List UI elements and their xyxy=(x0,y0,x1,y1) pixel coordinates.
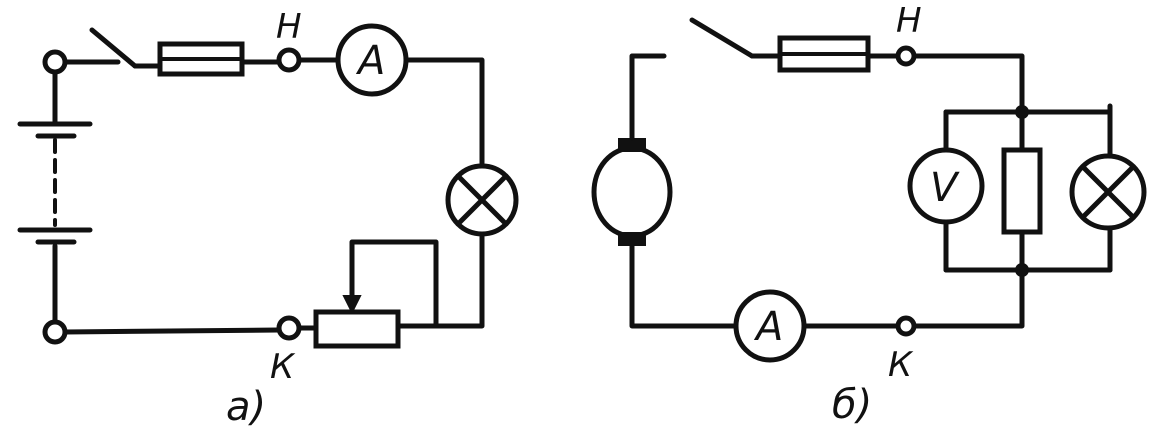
ammeter-b-label: A xyxy=(753,304,783,350)
voltmeter-b-label: V xyxy=(930,165,960,211)
terminal-h-b-label: Н xyxy=(896,1,922,41)
rheostat-slider-icon xyxy=(342,295,362,315)
terminal-k-a xyxy=(276,315,302,341)
circuit-b: Н V К A xyxy=(591,1,1147,428)
caption-a: а) xyxy=(226,384,266,430)
lamp-b xyxy=(1069,153,1147,231)
rheostat-a xyxy=(313,309,401,349)
switch-b xyxy=(689,17,755,59)
generator-b xyxy=(591,138,673,246)
ammeter-a-label: A xyxy=(355,38,385,84)
terminal-k-a-label: К xyxy=(270,347,296,387)
battery xyxy=(17,69,93,325)
terminal-k-b-label: К xyxy=(888,345,914,385)
caption-b: б) xyxy=(832,382,872,428)
circuit-a: Н A К а) xyxy=(17,7,519,430)
battery-bottom-terminal xyxy=(42,319,68,345)
lamp-a xyxy=(445,163,519,237)
terminal-h-a-label: Н xyxy=(276,7,302,47)
resistor-b xyxy=(1001,147,1043,235)
terminal-h-a xyxy=(276,47,302,73)
switch-a xyxy=(89,27,138,69)
battery-top-terminal xyxy=(42,49,68,75)
